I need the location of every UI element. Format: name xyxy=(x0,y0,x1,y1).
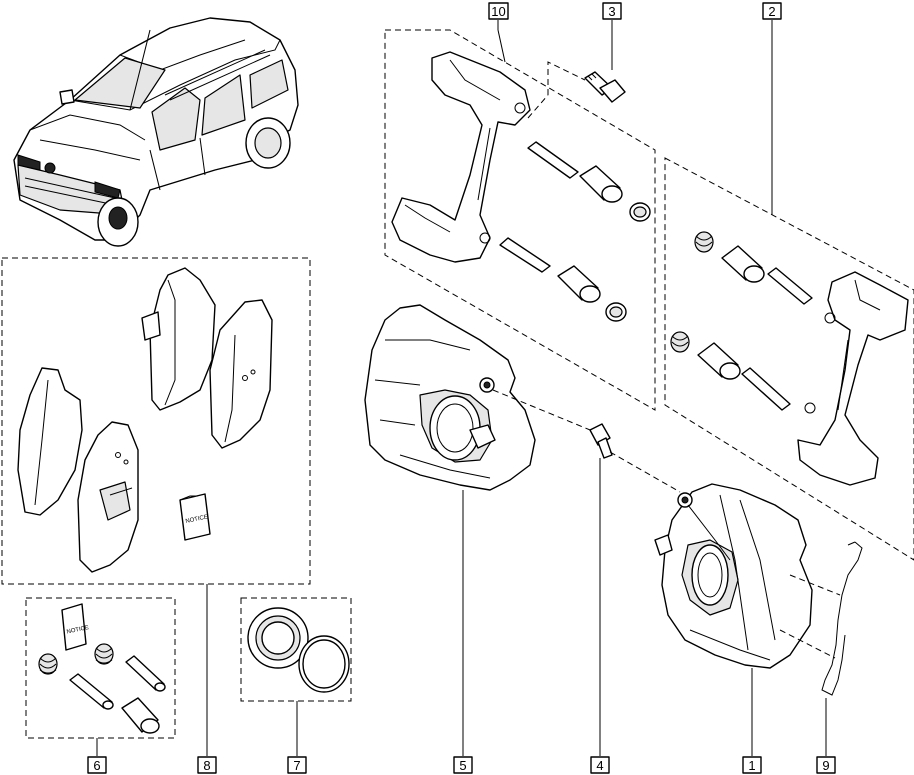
piston-o-ring xyxy=(298,635,350,693)
notice-leaflet: NOTICE xyxy=(179,493,211,541)
caliper-carrier-bracket xyxy=(391,51,531,263)
carrier-kit-right-group xyxy=(664,157,914,561)
pad-wear-sensor xyxy=(779,541,863,696)
notice-label: NOTICE xyxy=(66,625,89,636)
pad-kit-boundary xyxy=(1,257,311,585)
callout-3: 3 xyxy=(602,2,622,20)
guide-pin xyxy=(125,655,166,692)
callout-6: 6 xyxy=(87,756,107,774)
guide-sleeve xyxy=(721,245,765,283)
notice-leaflet xyxy=(61,603,87,651)
carrier-kit-group xyxy=(384,29,656,411)
dust-boot xyxy=(670,331,690,353)
callout-label: 5 xyxy=(459,758,466,773)
callout-label: 6 xyxy=(93,758,100,773)
bleed-screw xyxy=(589,423,681,493)
dust-boot xyxy=(94,643,114,665)
callout-9: 9 xyxy=(816,756,836,774)
seal-kit-boundary xyxy=(240,597,352,702)
brake-pad xyxy=(77,421,139,573)
brake-caliper-right xyxy=(654,483,813,669)
guide-pin xyxy=(499,237,551,273)
piston-dust-seal xyxy=(247,607,309,669)
callout-label: 8 xyxy=(203,758,210,773)
callout-leaders xyxy=(96,20,827,756)
callout-label: 3 xyxy=(608,4,615,19)
guide-cap xyxy=(629,202,651,222)
guide-sleeve xyxy=(121,697,160,734)
brake-pad xyxy=(141,267,216,411)
notice-label: NOTICE xyxy=(185,514,208,525)
brake-pad xyxy=(209,299,273,449)
callout-5: 5 xyxy=(453,756,473,774)
guide-pin xyxy=(527,141,579,179)
callout-10: 10 xyxy=(488,2,509,20)
pad-kit-group: NOTICE xyxy=(1,257,311,585)
callout-8: 8 xyxy=(197,756,217,774)
seal-kit-group xyxy=(240,597,352,702)
carrier-kit-boundary xyxy=(384,29,656,411)
brake-pad xyxy=(17,367,83,516)
vehicle-illustration xyxy=(13,17,299,247)
guide-pin-kit-group: NOTICE xyxy=(25,597,176,739)
brake-caliper-left xyxy=(364,304,596,491)
callout-2: 2 xyxy=(762,2,782,20)
callout-label: 4 xyxy=(596,758,603,773)
callout-label: 9 xyxy=(822,758,829,773)
guide-pin xyxy=(767,267,813,305)
callout-label: 10 xyxy=(491,4,505,19)
guide-cap xyxy=(605,302,627,322)
dust-boot xyxy=(38,653,58,675)
callout-7: 7 xyxy=(287,756,307,774)
guide-pin xyxy=(69,673,114,710)
callout-4: 4 xyxy=(590,756,610,774)
guide-pin-kit-boundary xyxy=(25,597,176,739)
caliper-carrier-bracket xyxy=(797,271,909,486)
callout-1: 1 xyxy=(742,756,762,774)
guide-pin xyxy=(741,367,791,411)
guide-sleeve xyxy=(697,342,741,380)
dust-boot xyxy=(694,231,714,253)
callout-label: 1 xyxy=(748,758,755,773)
callout-label: 7 xyxy=(293,758,300,773)
carrier-mounting-bolt xyxy=(584,71,626,103)
callout-label: 2 xyxy=(768,4,775,19)
guide-sleeve xyxy=(579,165,623,203)
guide-sleeve xyxy=(557,265,601,303)
